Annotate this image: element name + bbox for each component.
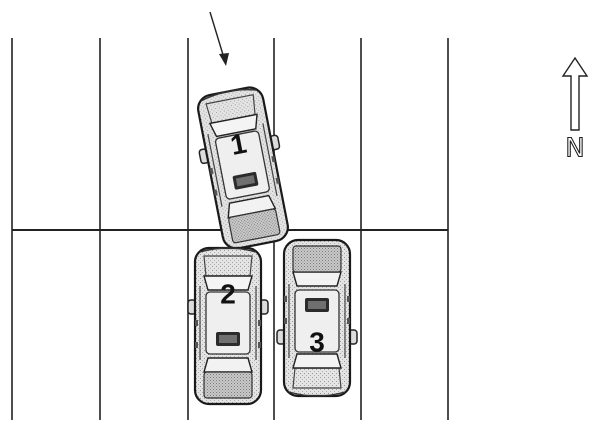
vehicle-number-label: 2 bbox=[220, 278, 236, 309]
compass-north-label: N bbox=[565, 134, 584, 164]
vehicle-number-label: 1 bbox=[228, 128, 249, 161]
travel-direction-arrow bbox=[209, 11, 229, 66]
north-arrow-icon bbox=[561, 56, 589, 131]
vehicle-1: 1 bbox=[187, 82, 299, 254]
vehicle-number-label: 3 bbox=[309, 326, 325, 357]
vehicle-2: 2 bbox=[186, 246, 270, 406]
north-compass: N bbox=[561, 56, 589, 164]
vehicle-3: 3 bbox=[275, 238, 359, 398]
